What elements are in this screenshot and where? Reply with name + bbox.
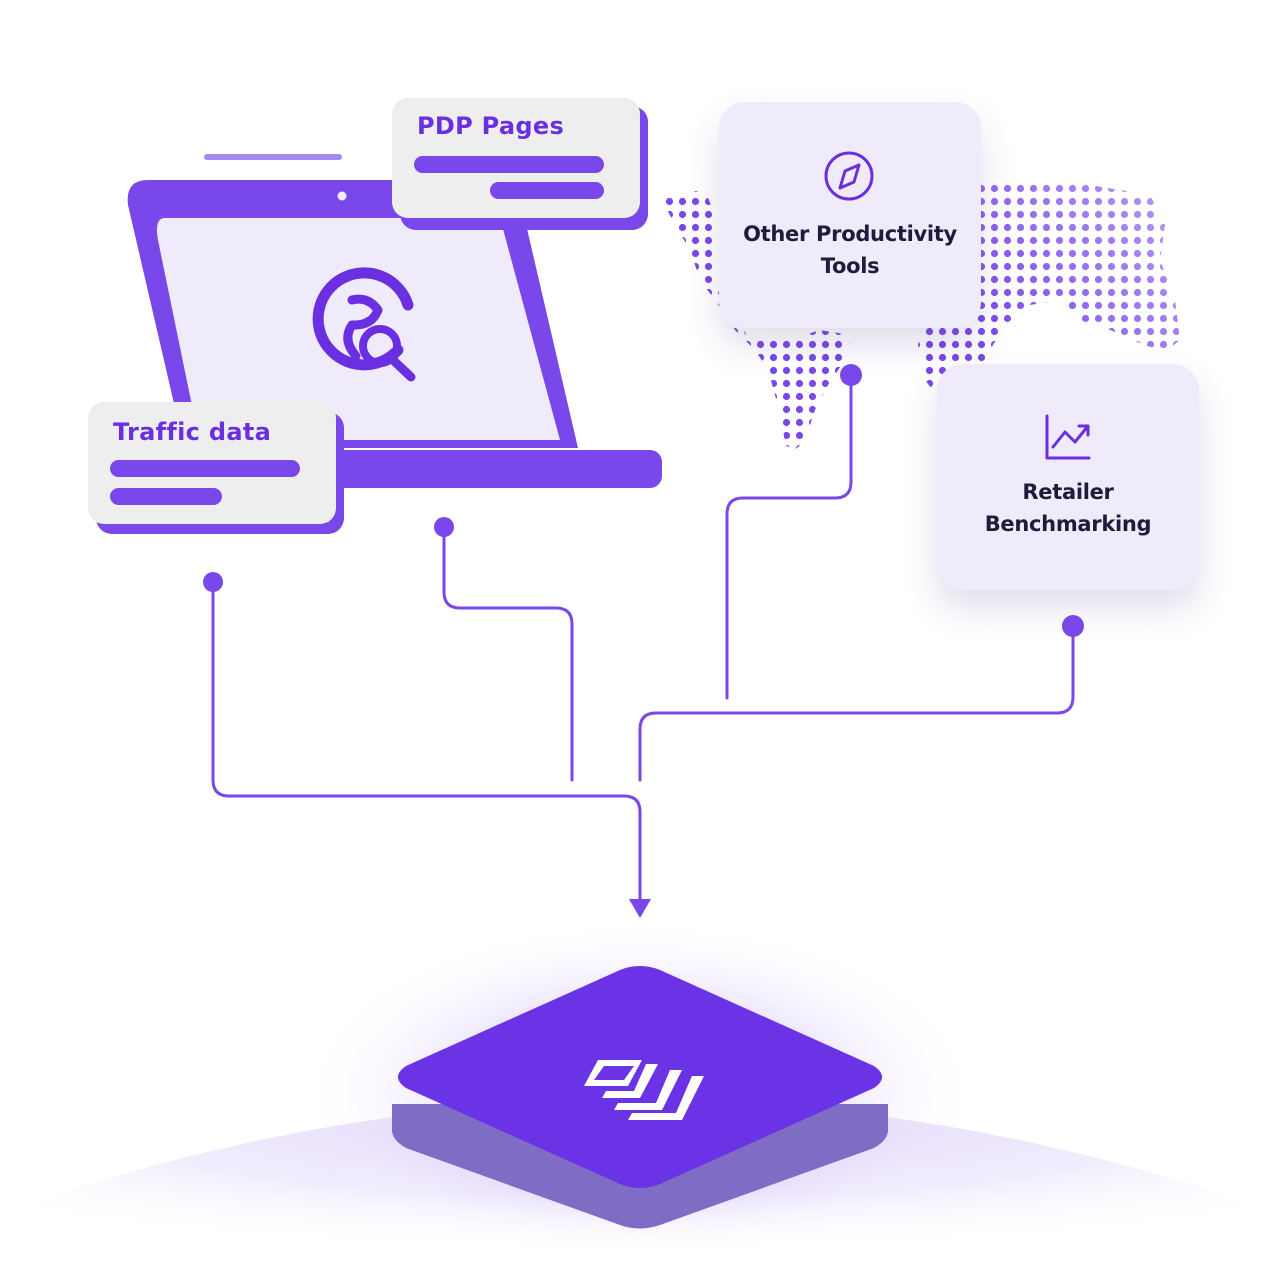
traffic-data-title: Traffic data bbox=[113, 418, 272, 446]
benchmarking-node: Retailer Benchmarking bbox=[937, 364, 1199, 590]
traffic-data-bar-1 bbox=[110, 460, 300, 477]
dot-traffic bbox=[203, 572, 223, 592]
arrow-head-icon bbox=[629, 899, 651, 918]
platform-top bbox=[398, 966, 882, 1188]
productivity-node: Other Productivity Tools bbox=[719, 102, 981, 328]
connector-benchmarking bbox=[638, 624, 1075, 782]
world-map-dots bbox=[660, 180, 1180, 450]
productivity-label-line2: Tools bbox=[820, 254, 880, 278]
connector-dots bbox=[203, 364, 1084, 637]
productivity-label-line1: Other Productivity bbox=[743, 222, 957, 246]
pdp-pages-bar-2 bbox=[490, 182, 604, 199]
traffic-data-tag: Traffic data bbox=[88, 402, 336, 524]
benchmarking-label-line2: Benchmarking bbox=[984, 512, 1152, 536]
connector-productivity bbox=[725, 373, 853, 700]
platform bbox=[392, 966, 888, 1229]
benchmarking-label-line1: Retailer bbox=[1022, 480, 1114, 504]
connector-traffic bbox=[211, 580, 642, 902]
pdp-pages-tag: PDP Pages bbox=[392, 98, 640, 218]
connector-lines bbox=[211, 373, 1075, 902]
laptop-camera bbox=[337, 191, 347, 201]
pdp-pages-title: PDP Pages bbox=[417, 112, 565, 140]
laptop-shadow-line bbox=[204, 154, 342, 160]
globe-search-icon bbox=[312, 267, 416, 382]
pdp-pages-bar-1 bbox=[414, 156, 604, 173]
connector-laptop bbox=[442, 525, 574, 782]
dot-benchmarking bbox=[1062, 615, 1084, 637]
stacked-layers-logo-icon bbox=[584, 1060, 704, 1120]
traffic-data-bar-2 bbox=[110, 488, 222, 505]
dot-laptop bbox=[434, 517, 454, 537]
dot-productivity bbox=[840, 364, 862, 386]
